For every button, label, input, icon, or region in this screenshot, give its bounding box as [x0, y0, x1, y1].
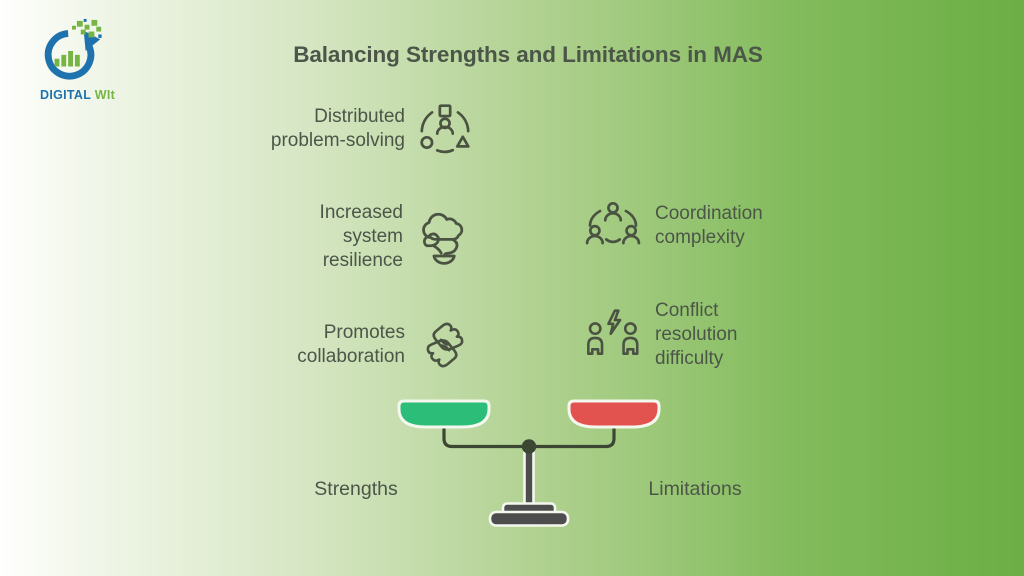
- balance-pole: [523, 444, 535, 508]
- strength-item-label: Distributed problem-solving: [270, 105, 405, 151]
- strength-item-distributed: Distributed problem-solving: [228, 96, 474, 162]
- balance-base: [488, 510, 570, 527]
- brand-word-digital: DIGITAL: [40, 88, 91, 102]
- strength-item-resilience: Increased system resilience: [228, 199, 474, 275]
- team-network-icon: [585, 201, 641, 245]
- strength-item-collaboration: Promotes collaboration: [228, 310, 474, 380]
- strengths-label: Strengths: [314, 478, 398, 500]
- limitations-label: Limitations: [648, 478, 742, 500]
- brand-logo: DIGITAL WIt: [40, 18, 160, 102]
- limitation-item-label: Coordination complexity: [655, 202, 763, 248]
- strength-item-label: Promotes collaboration: [297, 321, 405, 367]
- balance-scale: [397, 399, 661, 527]
- balance-pivot: [521, 439, 537, 454]
- limitation-item-conflict: Conflict resolution difficulty: [584, 296, 804, 374]
- digital-wit-logo-icon: [44, 18, 102, 80]
- page-title: Balancing Strengths and Limitations in M…: [293, 42, 763, 67]
- brand-name: DIGITAL WIt: [40, 88, 160, 102]
- clasped-hands-icon: [426, 322, 464, 368]
- limitations-pan: [567, 399, 661, 429]
- people-conflict-lightning-icon: [587, 309, 639, 355]
- strengths-pan: [397, 399, 491, 429]
- limitation-item-coordination: Coordination complexity: [584, 194, 804, 258]
- person-network-shapes-icon: [420, 104, 470, 154]
- limitation-item-label: Conflict resolution difficulty: [655, 299, 738, 370]
- brand-word-wit: WIt: [94, 88, 116, 102]
- resilient-bonsai-cloud-icon: [422, 212, 464, 265]
- strength-item-label: Increased system resilience: [319, 201, 403, 272]
